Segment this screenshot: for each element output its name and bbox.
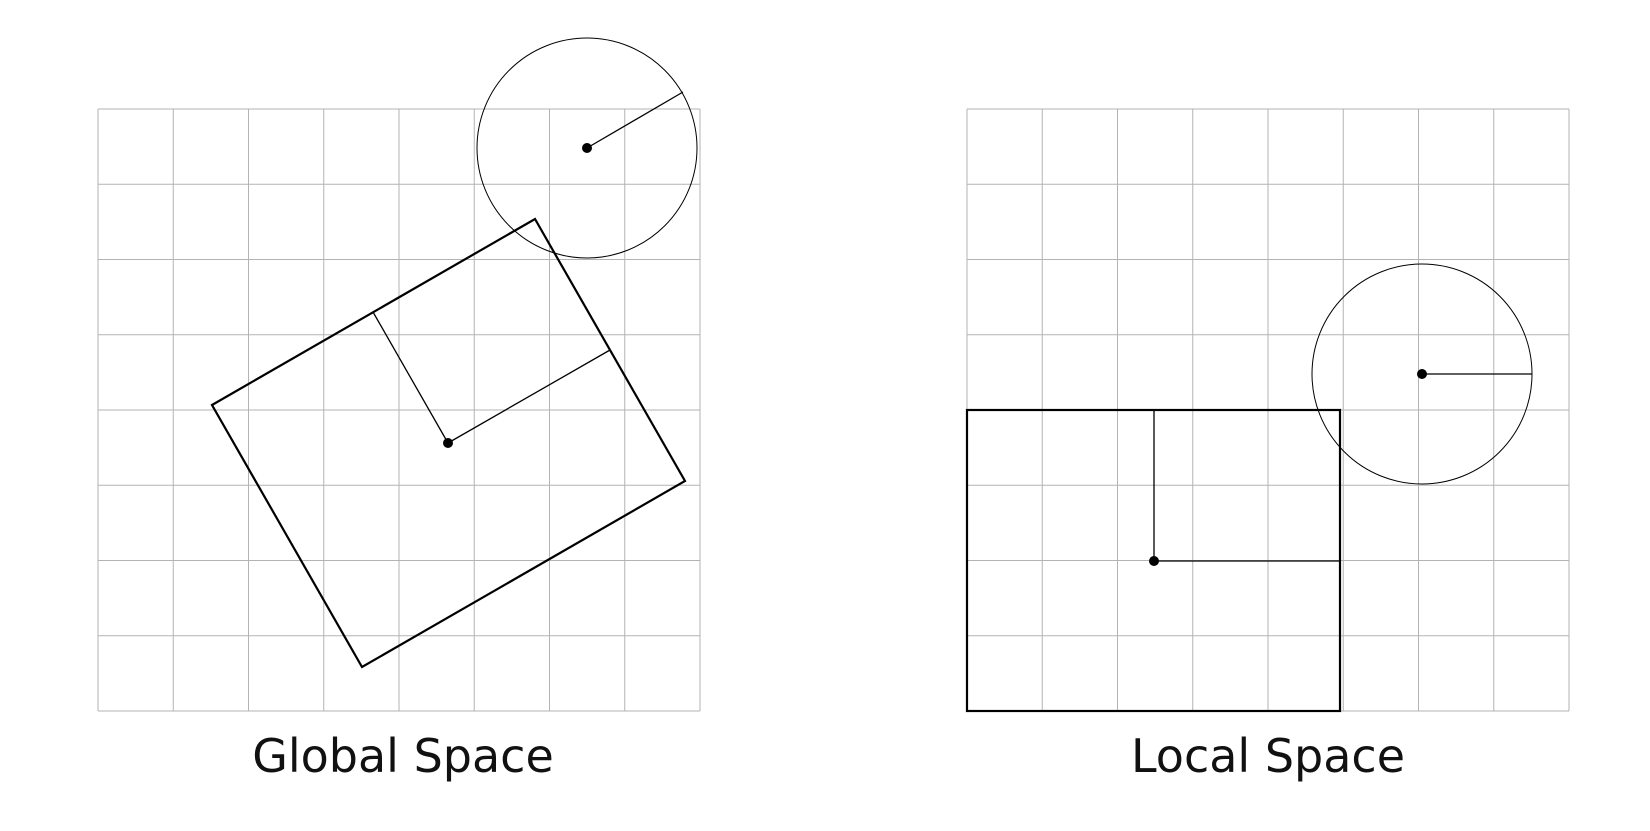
- rect-half-width-line: [447, 349, 611, 444]
- global-space-caption: Global Space: [252, 729, 554, 783]
- global-space-panel: [97, 37, 701, 712]
- local-space-caption: Local Space: [1130, 729, 1406, 783]
- global-grid: [97, 108, 701, 712]
- circle-center-point: [1417, 369, 1427, 379]
- rect-center-point: [443, 438, 453, 448]
- circle-radius-line: [586, 91, 684, 149]
- circle-center-point: [582, 143, 592, 153]
- rect-center-point: [1149, 556, 1159, 566]
- rect-half-height-line: [372, 311, 449, 444]
- local-space-panel: [965, 108, 1570, 713]
- rotated-rectangle: [210, 217, 687, 669]
- circle-shape: [476, 37, 698, 259]
